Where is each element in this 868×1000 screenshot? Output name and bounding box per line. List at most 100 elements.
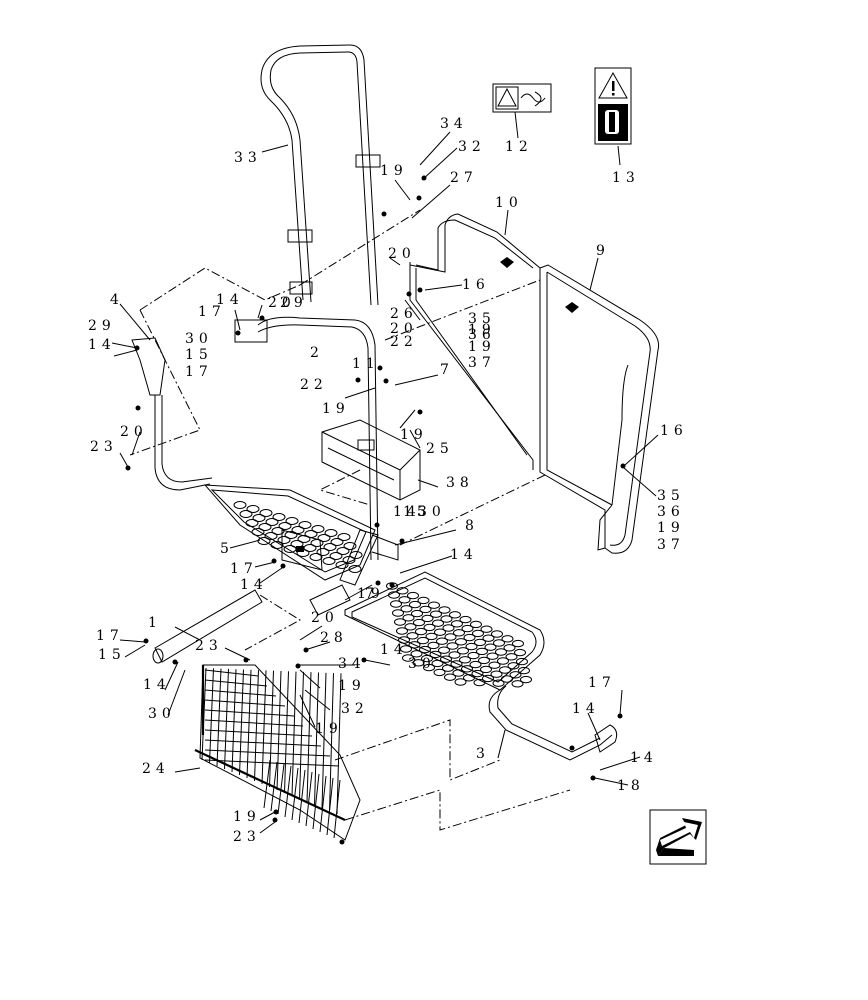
fastener bbox=[235, 330, 241, 336]
leader-line bbox=[261, 144, 289, 153]
tread-hole bbox=[323, 543, 337, 551]
tread-hole bbox=[409, 600, 421, 609]
callout-5: 5 bbox=[220, 541, 234, 557]
mesh-bar bbox=[261, 670, 267, 785]
tread-hole bbox=[429, 650, 442, 659]
callout-19: 19 bbox=[657, 520, 685, 536]
leader-line bbox=[174, 767, 201, 773]
leader-line bbox=[119, 452, 129, 468]
callout-15: 15 bbox=[403, 504, 431, 520]
leader-line bbox=[411, 184, 451, 219]
tread-hole bbox=[469, 660, 482, 669]
tread-hole bbox=[348, 565, 362, 573]
leader-line bbox=[394, 374, 439, 386]
tread-hole bbox=[461, 624, 474, 633]
callout-23: 23 bbox=[90, 439, 118, 455]
mesh-bar bbox=[204, 699, 286, 707]
callout-23: 23 bbox=[195, 638, 223, 654]
next-page-arrow-icon[interactable] bbox=[649, 809, 707, 865]
tread-hole bbox=[264, 532, 278, 540]
leader-line bbox=[417, 479, 439, 488]
fastener bbox=[569, 745, 575, 751]
tread-hole bbox=[434, 628, 446, 636]
leader-line bbox=[623, 467, 657, 497]
mesh-bar bbox=[204, 669, 259, 677]
mesh-bar bbox=[204, 679, 268, 687]
callout-19: 19 bbox=[315, 721, 343, 737]
callout-20: 20 bbox=[268, 295, 296, 311]
mesh-bar bbox=[298, 769, 306, 824]
tread-hole bbox=[246, 505, 260, 513]
mesh-bar bbox=[319, 775, 327, 833]
tread-hole bbox=[442, 664, 454, 672]
front-rail-2 bbox=[234, 316, 379, 561]
leader-line bbox=[131, 431, 141, 456]
tread-hole bbox=[330, 538, 344, 546]
fastener bbox=[135, 405, 141, 411]
fastener bbox=[399, 538, 405, 544]
leader-line bbox=[394, 529, 457, 546]
mesh-bar bbox=[204, 739, 322, 747]
mesh-bar bbox=[204, 749, 331, 757]
tread-hole bbox=[303, 544, 317, 552]
toolbox-38 bbox=[321, 419, 421, 501]
mesh-bar bbox=[204, 729, 313, 737]
leader-line bbox=[259, 821, 276, 834]
fastener bbox=[416, 195, 422, 201]
tread-hole bbox=[272, 513, 286, 521]
tread-hole bbox=[407, 591, 419, 600]
tread-hole bbox=[448, 651, 461, 659]
callout-25: 25 bbox=[426, 441, 454, 457]
tread-hole bbox=[491, 630, 503, 638]
callout-10: 10 bbox=[495, 195, 523, 211]
left-rail bbox=[131, 337, 213, 491]
mesh-bar bbox=[204, 719, 304, 727]
callout-30: 30 bbox=[185, 331, 213, 347]
platform-5 bbox=[203, 484, 399, 586]
callout-4: 4 bbox=[110, 292, 124, 308]
fastener bbox=[143, 638, 149, 644]
callout-20: 20 bbox=[388, 246, 416, 262]
tread-hole bbox=[396, 587, 409, 595]
tread-hole bbox=[430, 610, 442, 618]
tread-hole bbox=[388, 591, 400, 599]
tread-hole bbox=[390, 600, 402, 608]
tread-hole bbox=[396, 627, 408, 635]
tread-hole bbox=[518, 666, 530, 675]
leader-line bbox=[164, 661, 179, 691]
tread-hole bbox=[452, 669, 465, 677]
leader-line bbox=[304, 689, 331, 711]
callout-34: 34 bbox=[338, 656, 366, 672]
callout-17: 17 bbox=[198, 304, 226, 320]
mesh-bar bbox=[209, 668, 214, 764]
leader-line bbox=[254, 561, 276, 568]
tread-hole bbox=[484, 643, 497, 651]
mesh-bar bbox=[314, 672, 319, 806]
tread-hole bbox=[421, 654, 433, 663]
callout-14: 14 bbox=[143, 677, 171, 693]
tread-hole bbox=[440, 655, 452, 663]
tread-hole bbox=[415, 627, 427, 636]
tread-hole bbox=[278, 522, 292, 530]
tread-hole bbox=[516, 657, 528, 666]
tread-hole bbox=[316, 548, 330, 556]
callout-26: 26 bbox=[390, 306, 418, 322]
tread-hole bbox=[451, 620, 463, 628]
leader-line bbox=[504, 209, 509, 236]
callout-32: 32 bbox=[341, 701, 369, 717]
leader-line bbox=[119, 303, 151, 341]
tread-hole bbox=[474, 638, 486, 647]
tread-hole bbox=[411, 609, 423, 618]
tread-hole bbox=[492, 679, 505, 687]
tread-hole bbox=[478, 656, 490, 665]
leader-line bbox=[234, 309, 241, 331]
mesh-step-24 bbox=[194, 664, 361, 841]
tread-hole bbox=[493, 639, 505, 647]
callout-36: 36 bbox=[468, 327, 496, 343]
tread-hole bbox=[442, 624, 455, 632]
leader-line bbox=[229, 539, 261, 549]
leader-line bbox=[389, 257, 401, 266]
mesh-bar bbox=[305, 771, 313, 827]
callout-7: 7 bbox=[365, 586, 379, 602]
